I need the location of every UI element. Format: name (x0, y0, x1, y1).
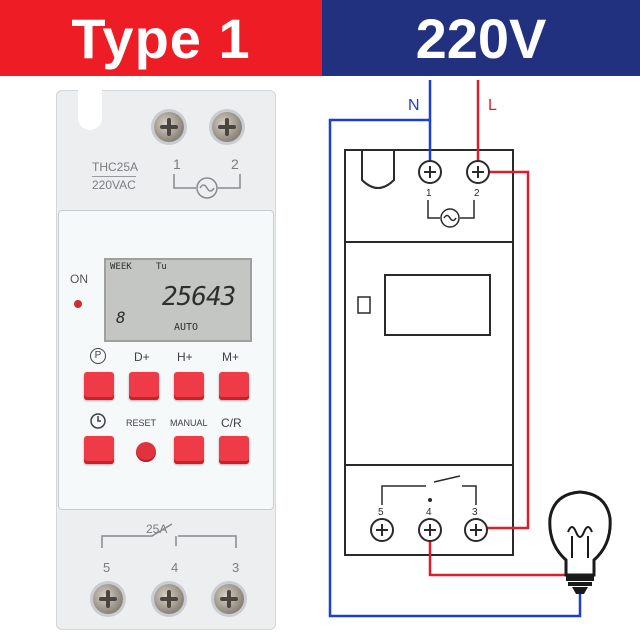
top-terminal-label-1: 1 (173, 156, 181, 172)
day-plus-button[interactable] (129, 372, 159, 400)
diagram-terminal-5-cross (376, 524, 388, 536)
diagram-terminal-1-cross (424, 166, 436, 178)
clock-icon (90, 413, 106, 429)
ac-symbol-icon (173, 174, 241, 199)
diagram-terminal-4-cross (424, 524, 436, 536)
minute-plus-button[interactable] (219, 372, 249, 400)
cancel-recall-label: C/R (221, 416, 242, 430)
lcd-program: 8 (116, 308, 126, 327)
program-icon: P (90, 348, 106, 364)
on-label: ON (70, 272, 88, 286)
live-wire-to-3 (476, 170, 530, 530)
day-plus-label: D+ (134, 350, 150, 364)
diagram-label-2: 2 (474, 188, 480, 199)
diagram-terminal-3-cross (470, 524, 482, 536)
outline-led (357, 296, 371, 314)
lcd-mode: AUTO (174, 322, 199, 333)
voltage-banner: 220V (322, 0, 640, 76)
load-wire-4 (428, 530, 565, 577)
model-label: THC25A (92, 160, 139, 174)
voltage-label: 220V (415, 6, 547, 70)
power-led (74, 300, 82, 308)
outline-notch (361, 150, 395, 189)
cancel-recall-button[interactable] (219, 436, 249, 464)
reset-label: RESET (126, 418, 157, 428)
manual-button[interactable] (174, 436, 204, 464)
diagram-relay-contact (381, 475, 477, 505)
top-notch (78, 90, 102, 130)
bottom-terminal-label-4: 4 (171, 560, 179, 575)
lcd-week-label: WEEK (110, 262, 132, 272)
timer-device: THC25A 220VAC 1 2 ON WEEK Tu 25643 8 AUT… (56, 90, 276, 630)
rating-label: 220VAC (92, 176, 136, 192)
diagram-label-3: 3 (472, 507, 478, 518)
diagram-ac-wave (443, 214, 457, 222)
lightbulb-icon (548, 490, 612, 594)
neutral-wire-loop (328, 118, 582, 618)
terminal-screw-4 (154, 584, 184, 614)
diagram-ac-leads (427, 200, 475, 219)
type-label: Type 1 (71, 6, 251, 70)
terminal-screw-3 (214, 584, 244, 614)
terminal-screw-2 (212, 112, 242, 142)
live-label: L (488, 97, 497, 114)
reset-button[interactable] (136, 442, 156, 462)
diagram-label-5: 5 (378, 507, 384, 518)
top-terminal-label-2: 2 (231, 156, 239, 172)
program-button[interactable] (84, 372, 114, 400)
hour-plus-label: H+ (177, 350, 193, 364)
bottom-terminal-label-5: 5 (103, 560, 111, 575)
terminal-screw-5 (93, 584, 123, 614)
relay-contact-symbol (101, 523, 237, 548)
lcd-time: 25643 (162, 282, 236, 312)
manual-label: MANUAL (170, 418, 208, 428)
outline-display (384, 274, 491, 336)
lcd-day: Tu (156, 262, 167, 272)
terminal-screw-1 (154, 112, 184, 142)
diagram-contact-dot (428, 498, 432, 502)
minute-plus-label: M+ (222, 350, 240, 364)
diagram-label-4: 4 (426, 507, 432, 518)
lcd-display: WEEK Tu 25643 8 AUTO (104, 258, 252, 342)
clock-button[interactable] (84, 436, 114, 464)
relay-rating-label: 25A (146, 522, 168, 536)
device-outline (344, 149, 514, 556)
diagram-label-1: 1 (426, 188, 432, 199)
hour-plus-button[interactable] (174, 372, 204, 400)
neutral-label: N (408, 97, 420, 114)
type-banner: Type 1 (0, 0, 322, 76)
bottom-terminal-label-3: 3 (232, 560, 240, 575)
diagram-terminal-2-cross (472, 166, 484, 178)
